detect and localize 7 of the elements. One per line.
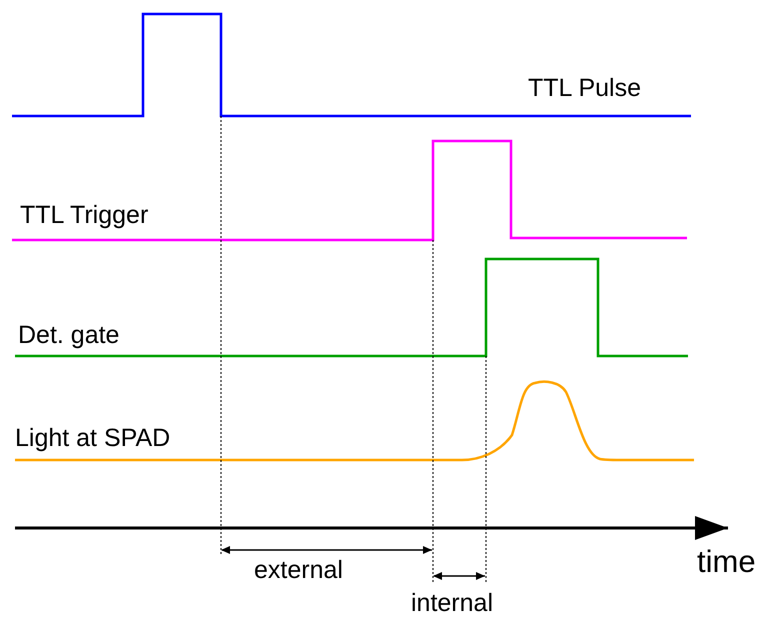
signal-label: TTL Pulse	[528, 74, 642, 102]
axis-label: time	[697, 545, 756, 579]
signal-label: Light at SPAD	[15, 424, 170, 452]
signal-label: TTL Trigger	[20, 201, 148, 229]
interval-label: internal	[411, 589, 493, 617]
signal-label: Det. gate	[18, 321, 120, 349]
interval-label: external	[254, 556, 343, 584]
